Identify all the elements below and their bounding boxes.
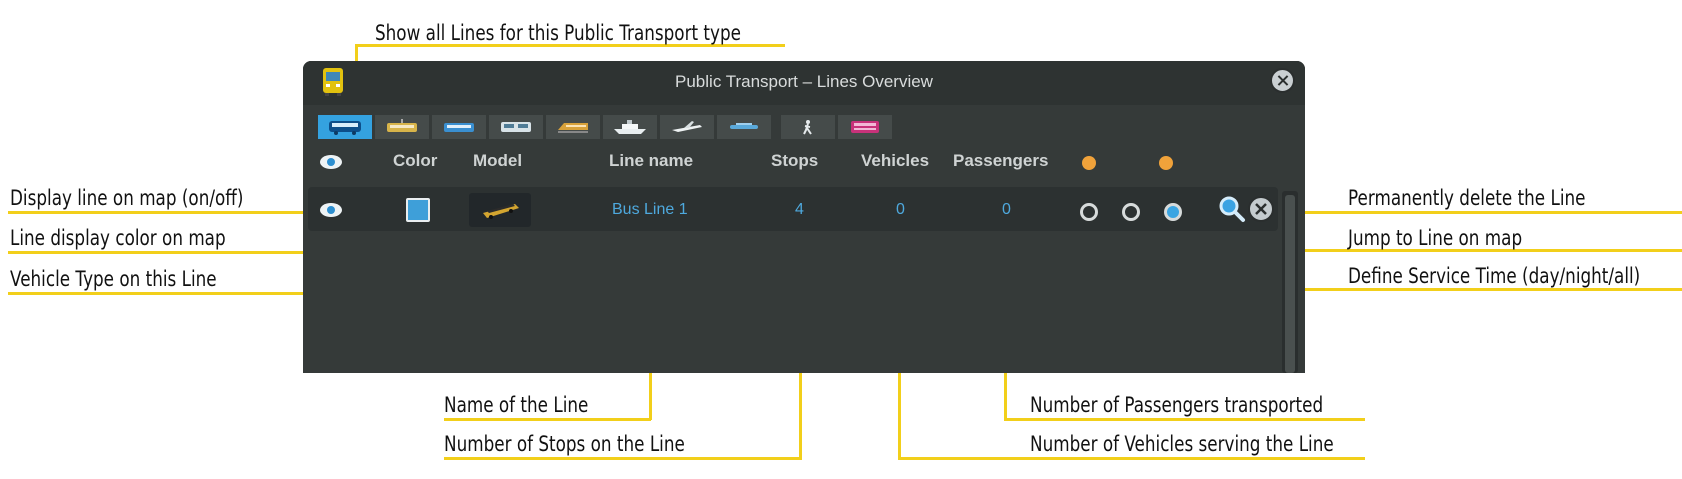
tourism-bus-icon [851, 121, 879, 133]
moon-icon [1124, 155, 1132, 171]
scrollbar-thumb[interactable] [1285, 195, 1295, 373]
vehicle-model-thumbnail[interactable] [469, 193, 531, 227]
annotation-permanently-delete: Permanently delete the Line [1348, 186, 1586, 210]
pedestrian-icon [803, 120, 812, 135]
column-header-line-name: Line name [609, 151, 694, 170]
annotation-service-time: Define Service Time (day/night/all) [1348, 264, 1641, 288]
bus-icon [329, 121, 361, 135]
annotation-number-of-vehicles: Number of Vehicles serving the Line [1030, 432, 1334, 456]
tab-train[interactable] [489, 115, 543, 139]
lines-overview-window: Public Transport – Lines Overview Color … [303, 61, 1305, 373]
annotation-show-all-lines: Show all Lines for this Public Transport… [375, 21, 741, 45]
metro-icon [444, 123, 474, 132]
airplane-icon [672, 121, 702, 132]
tab-metro[interactable] [432, 115, 486, 139]
annotation-name-of-line: Name of the Line [444, 393, 589, 417]
annotation-vehicle-type: Vehicle Type on this Line [10, 267, 217, 291]
annotation-jump-to-line: Jump to Line on map [1348, 226, 1523, 250]
line-name[interactable]: Bus Line 1 [612, 201, 688, 218]
column-header-model: Model [473, 151, 523, 170]
service-time-all-radio[interactable] [1164, 203, 1182, 221]
tab-tram[interactable] [375, 115, 429, 139]
window-title: Public Transport – Lines Overview [675, 72, 933, 91]
tram-icon [387, 119, 417, 132]
monorail-icon [558, 123, 588, 133]
visibility-eye-icon[interactable] [319, 154, 343, 170]
tab-ship[interactable] [603, 115, 657, 139]
annotation-display-line: Display line on map (on/off) [10, 186, 244, 210]
magnifier-icon[interactable] [1218, 195, 1246, 223]
sun-icon [1082, 156, 1096, 170]
annotation-number-of-passengers: Number of Passengers transported [1030, 393, 1324, 417]
close-window-button[interactable] [1270, 68, 1295, 93]
vehicles-count: 0 [896, 201, 905, 218]
line-color-swatch[interactable] [406, 198, 430, 222]
delete-line-icon[interactable] [1248, 196, 1274, 222]
service-time-day-radio[interactable] [1080, 203, 1098, 221]
column-header-vehicles: Vehicles [861, 151, 930, 170]
annotation-line-color: Line display color on map [10, 226, 226, 250]
tab-bus[interactable] [318, 115, 372, 139]
column-header-passengers: Passengers [953, 151, 1049, 170]
column-header-stops: Stops [771, 151, 819, 170]
passengers-count: 0 [1002, 201, 1011, 218]
service-time-night-radio[interactable] [1122, 203, 1140, 221]
tab-tourism[interactable] [838, 115, 892, 139]
bus-app-icon [323, 68, 343, 96]
tab-pedestrian[interactable] [781, 115, 835, 139]
title-bar: Public Transport – Lines Overview [303, 61, 1305, 105]
toggle-line-visibility-icon[interactable] [319, 202, 343, 218]
sun-moon-icon [1159, 154, 1195, 172]
stops-count: 4 [795, 201, 804, 218]
ferry-icon [730, 123, 758, 129]
train-icon [501, 122, 531, 132]
column-header-color: Color [393, 151, 438, 170]
ship-icon [614, 120, 646, 134]
tab-ferry[interactable] [717, 115, 771, 139]
tab-monorail[interactable] [546, 115, 600, 139]
tab-airplane[interactable] [660, 115, 714, 139]
annotation-number-of-stops: Number of Stops on the Line [444, 432, 685, 456]
bus-model-icon [483, 204, 519, 219]
